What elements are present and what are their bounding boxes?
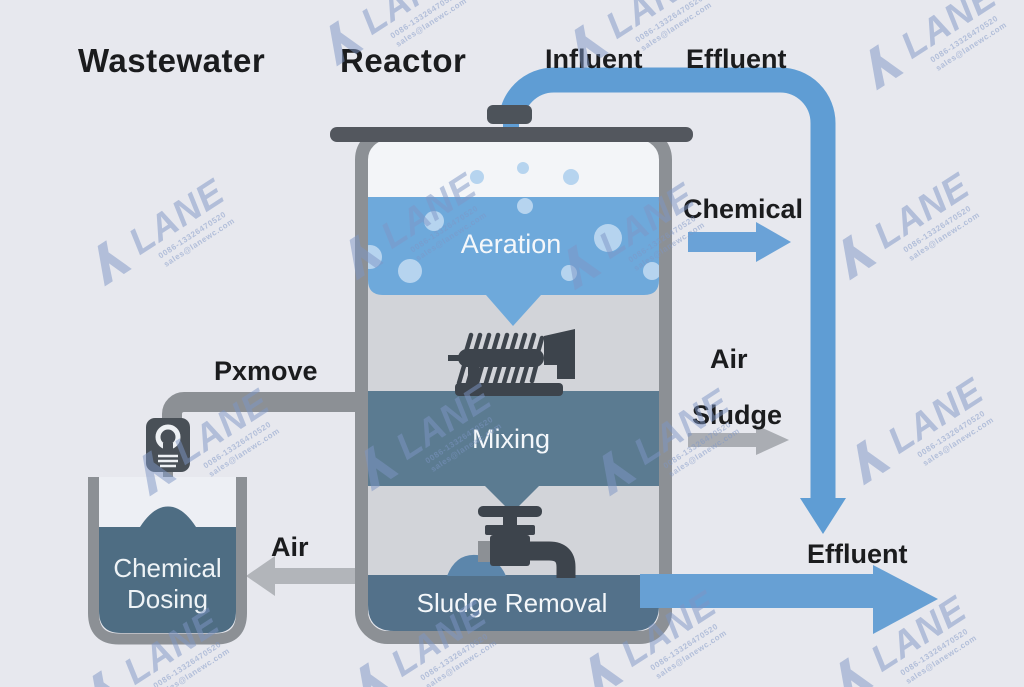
dosing-tank-walls <box>88 477 247 645</box>
mixing-zone <box>368 391 659 513</box>
effluent-down-arrowhead <box>800 498 846 534</box>
effluent-bottom-label: Effluent <box>807 539 908 569</box>
reactor-tank <box>330 105 693 644</box>
aeration-zone-label: Aeration <box>460 229 562 259</box>
aeration-zone <box>368 197 659 326</box>
lid-inlet-cap <box>487 105 532 124</box>
sludge-arrow <box>688 425 789 455</box>
title-wastewater: Wastewater <box>78 42 266 79</box>
mixing-zone-label: Mixing <box>471 424 551 454</box>
tank-headspace <box>368 140 659 197</box>
chemical-label: Chemical <box>683 194 804 224</box>
chemical-dosing-label-line1: Chemical <box>113 553 222 583</box>
sludge-removal-zone <box>368 575 659 631</box>
dosing-pump-icon <box>146 418 190 472</box>
air-left-label: Air <box>271 532 309 562</box>
tank-lid <box>330 127 693 142</box>
sludge-removal-zone-label: Sludge Removal <box>416 588 608 618</box>
influent-label: Influent <box>545 44 643 74</box>
dosing-liquid <box>99 506 236 633</box>
pxmove-label: Pxmove <box>214 356 318 386</box>
effluent-arrowhead <box>873 565 938 634</box>
aerator-brush-icon <box>448 329 575 396</box>
chemical-dosing-tank <box>88 477 247 645</box>
pxmove-pipe <box>162 392 364 423</box>
top-pipe <box>498 67 846 534</box>
chemical-dosing-label-line2: Dosing <box>127 584 208 614</box>
effluent-top-label: Effluent <box>686 44 787 74</box>
effluent-pipe-bottom <box>640 565 938 634</box>
drain-valve-icon <box>478 506 576 578</box>
chemical-arrow <box>688 222 791 262</box>
chemical-dosing-label: Chemical Dosing <box>88 553 247 615</box>
title-reactor: Reactor <box>340 42 467 79</box>
air-right-label: Air <box>710 344 748 374</box>
sludge-label: Sludge <box>692 400 783 430</box>
air-arrow <box>246 556 357 596</box>
